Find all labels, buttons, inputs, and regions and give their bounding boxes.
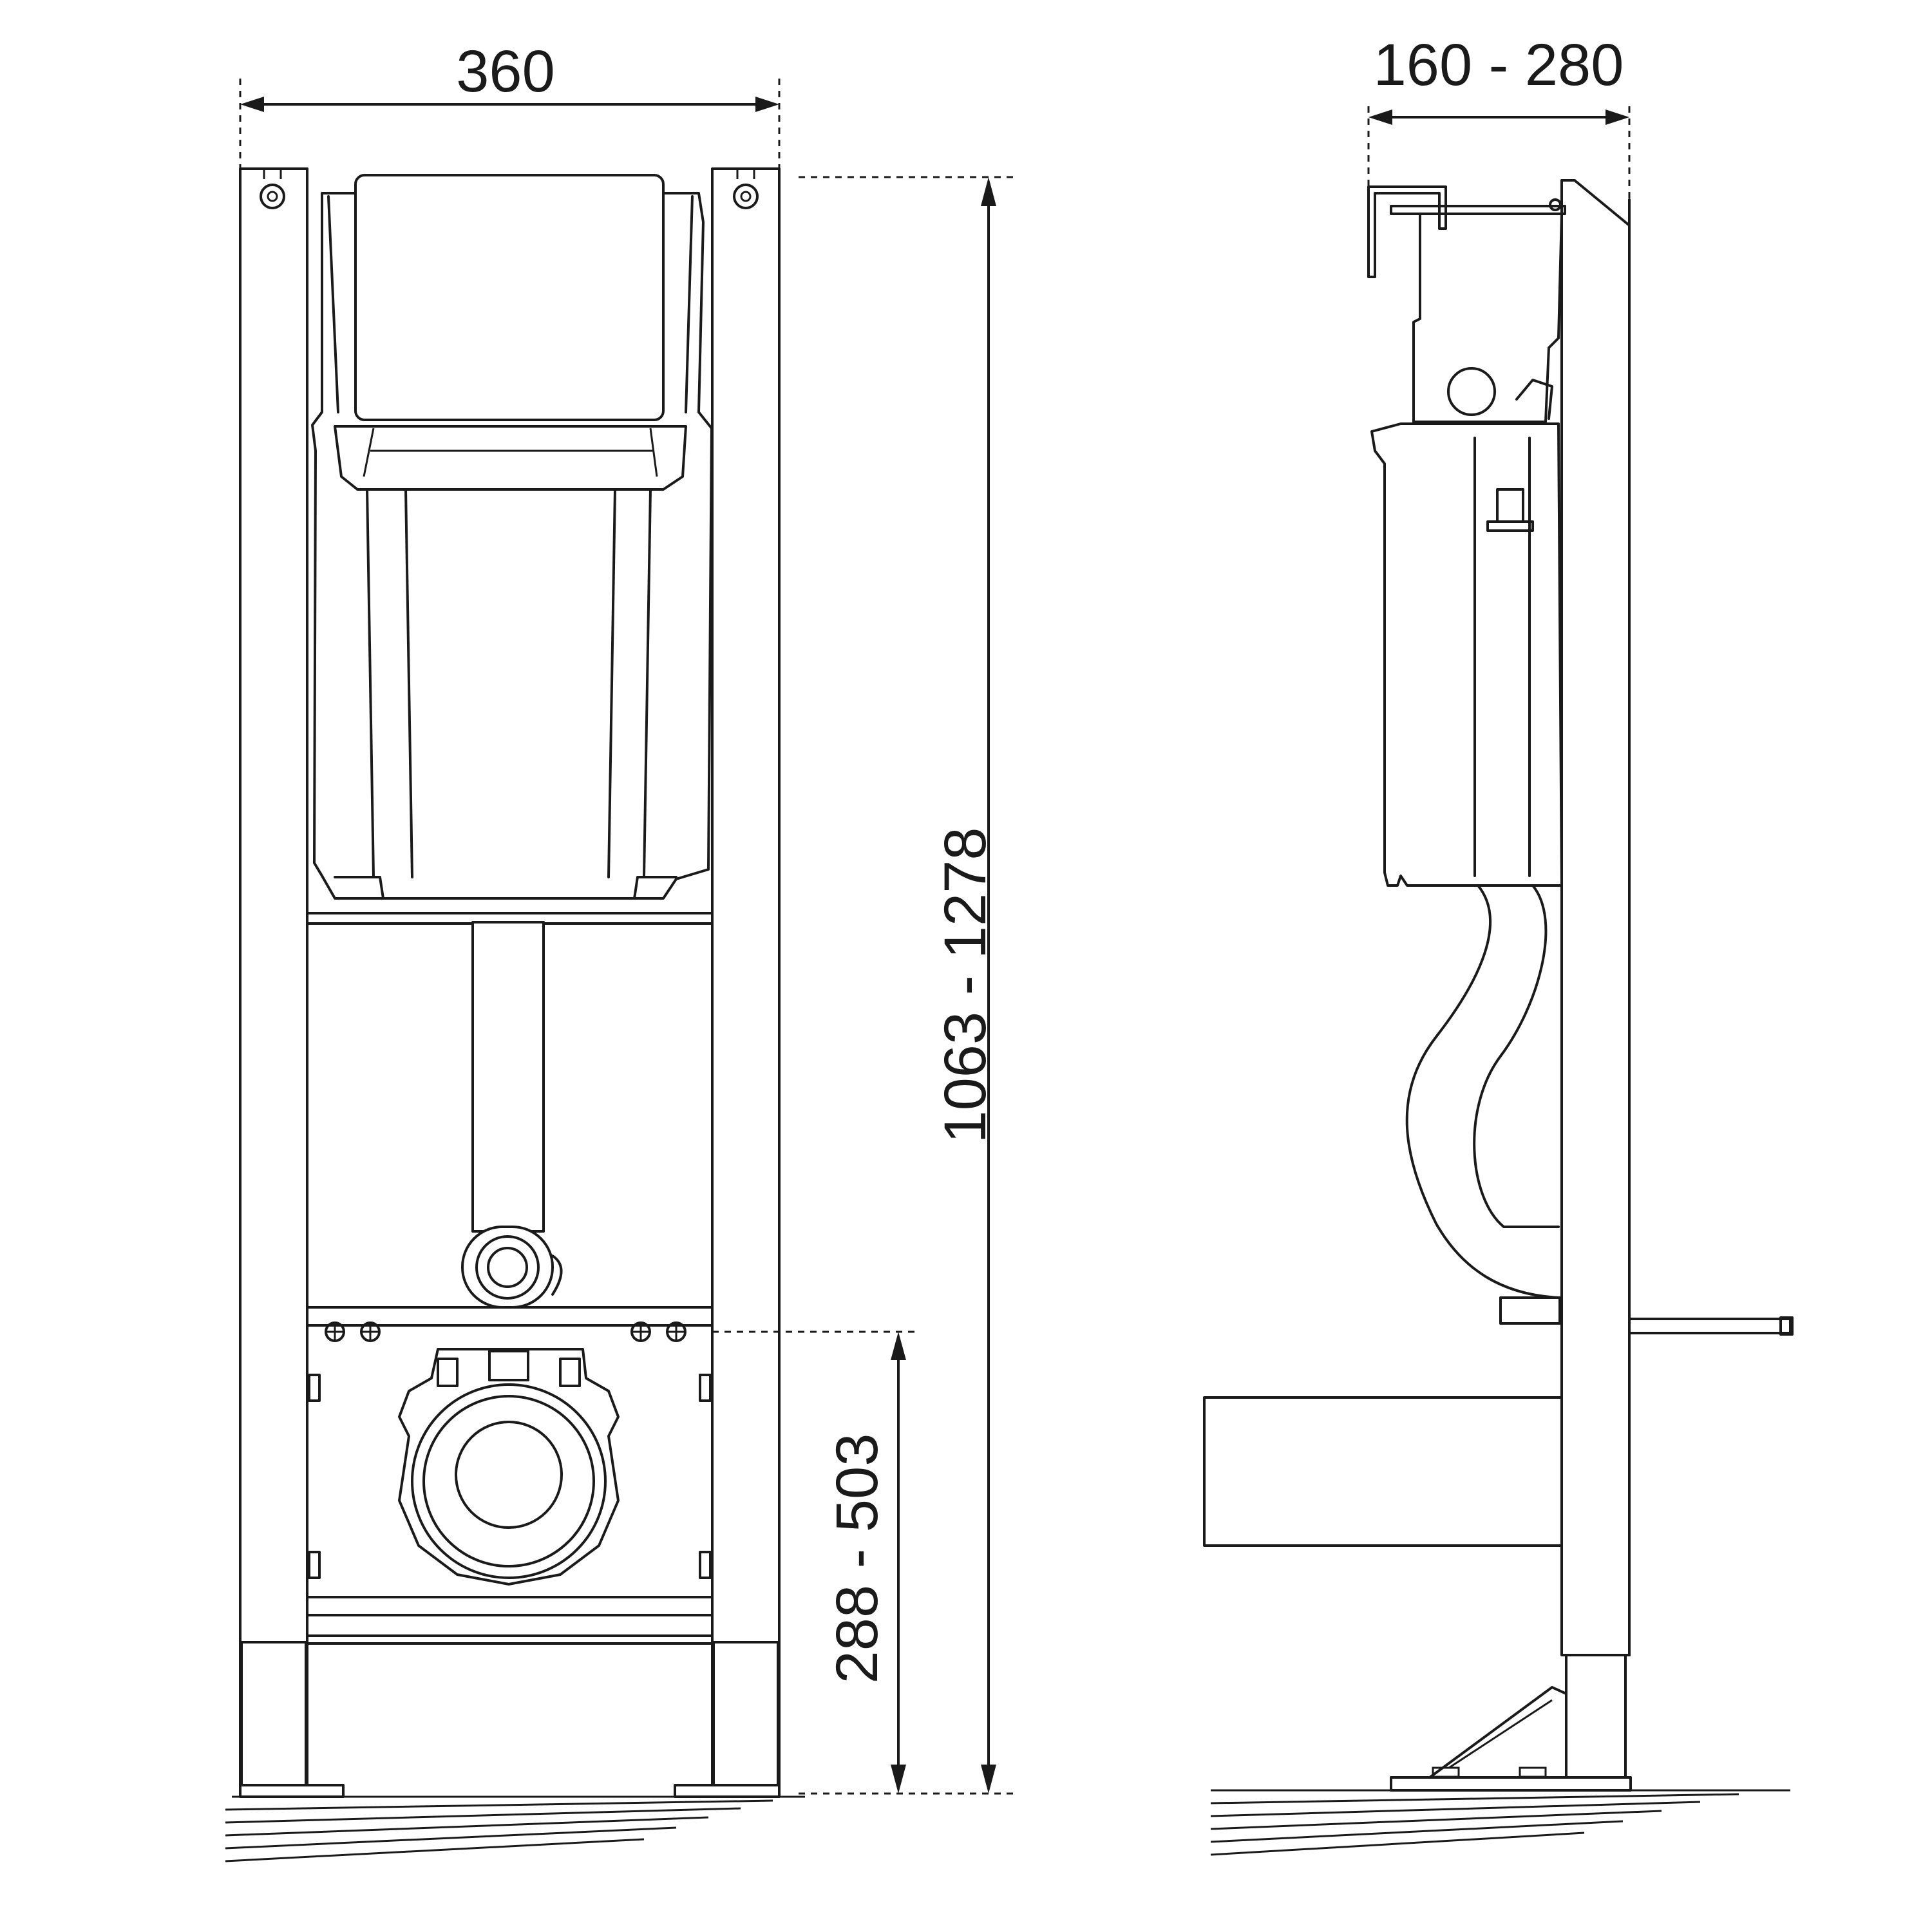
- dim-outlet-height: 288 - 503: [712, 1331, 914, 1794]
- side-hanger: [1367, 185, 1566, 278]
- side-cistern: [1370, 422, 1563, 887]
- frame-right-post: [674, 167, 781, 1798]
- frame-crossbars: [306, 912, 714, 1645]
- dim-total-height: 1063 - 1278: [799, 176, 1018, 1795]
- dim-frame-depth-label: 160 - 280: [1374, 32, 1624, 98]
- dim-frame-depth: 160 - 280: [1367, 32, 1631, 200]
- cistern: [311, 174, 713, 900]
- side-waste-pipe: [1203, 1396, 1563, 1547]
- dim-frame-width-label: 360: [456, 39, 555, 104]
- waste-outlet: [398, 1348, 620, 1586]
- floor-hatch-front: [225, 1795, 805, 1862]
- flush-pipe: [461, 921, 563, 1309]
- side-view: 160 - 280: [1203, 32, 1794, 1856]
- side-frame: [1390, 179, 1632, 1792]
- front-view: 360 1063 - 1278 288 - 503: [225, 39, 1018, 1862]
- dim-frame-width: 360: [239, 39, 781, 169]
- floor-hatch-side: [1210, 1789, 1790, 1856]
- side-flush-bend: [1405, 884, 1561, 1325]
- side-valve: [1412, 213, 1563, 423]
- side-tie-rod: [1628, 1316, 1794, 1336]
- dim-total-height-label: 1063 - 1278: [933, 827, 998, 1143]
- frame-left-post: [239, 167, 345, 1798]
- frame-brackets: [308, 1374, 712, 1579]
- dim-outlet-height-label: 288 - 503: [824, 1434, 890, 1684]
